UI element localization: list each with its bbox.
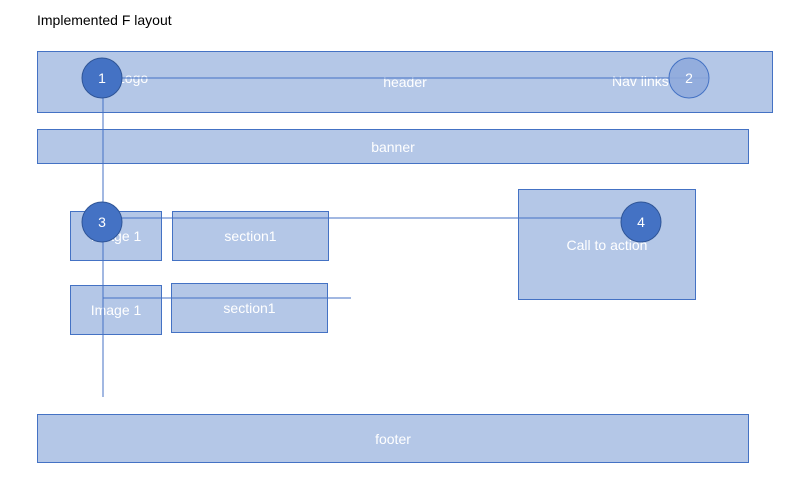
section-block-2: section1 bbox=[171, 283, 328, 333]
marker-1-circle bbox=[81, 57, 123, 99]
marker-1-number: 1 bbox=[98, 70, 106, 86]
banner-block: banner bbox=[37, 129, 749, 164]
footer-label: footer bbox=[375, 430, 411, 447]
image-block-2: Image 1 bbox=[70, 285, 162, 335]
marker-2-number: 2 bbox=[685, 70, 693, 86]
banner-label: banner bbox=[371, 138, 415, 155]
call-to-action-label: Call to action bbox=[566, 236, 648, 253]
marker-4-number: 4 bbox=[637, 214, 645, 230]
marker-2: 2 bbox=[668, 57, 710, 99]
section-label-1: section1 bbox=[224, 228, 277, 244]
section-label-2: section1 bbox=[223, 300, 276, 316]
marker-1: 1 bbox=[81, 57, 123, 99]
marker-3-number: 3 bbox=[98, 214, 106, 230]
nav-links-label: Nav links bbox=[612, 73, 669, 89]
header-block: header bbox=[37, 51, 773, 113]
marker-3: 3 bbox=[81, 201, 123, 243]
diagram-title: Implemented F layout bbox=[37, 12, 172, 28]
marker-4: 4 bbox=[620, 201, 662, 243]
marker-2-circle bbox=[668, 57, 710, 99]
marker-4-circle bbox=[620, 201, 662, 243]
footer-block: footer bbox=[37, 414, 749, 463]
call-to-action-block: Call to action bbox=[518, 189, 696, 300]
marker-3-circle bbox=[81, 201, 123, 243]
section-block-1: section1 bbox=[172, 211, 329, 261]
